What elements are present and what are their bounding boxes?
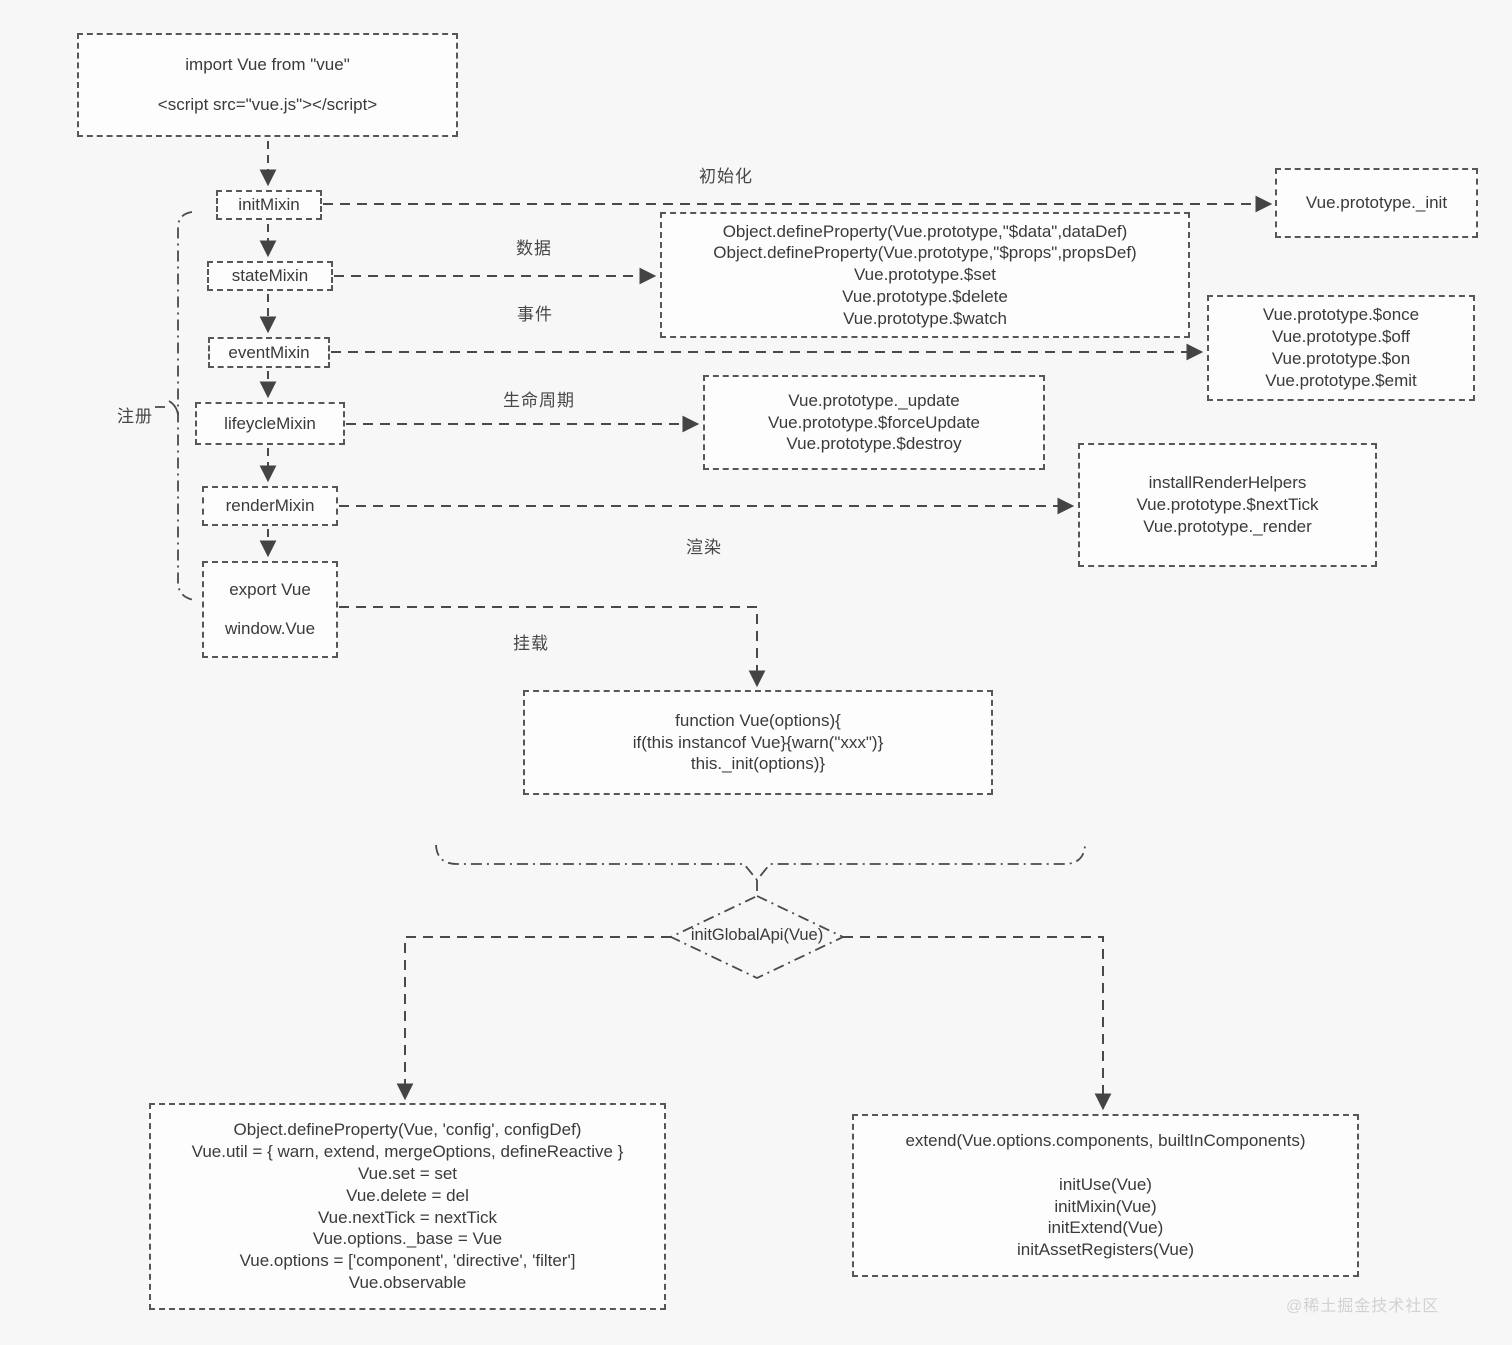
- detail-line: Vue.prototype.$off: [1272, 327, 1410, 347]
- function-line: if(this instancof Vue}{warn("xxx")}: [632, 732, 884, 752]
- detail-line: Vue.prototype.$set: [853, 265, 997, 285]
- proto-init-label: Vue.prototype._init: [1305, 193, 1448, 213]
- mixin-label: lifeycleMixin: [224, 413, 316, 433]
- edge-label-data: 数据: [516, 239, 552, 258]
- render-detail-box: installRenderHelpers Vue.prototype.$next…: [1078, 443, 1377, 567]
- api-line: Object.defineProperty(Vue, 'config', con…: [233, 1120, 582, 1140]
- api-line: Vue.observable: [348, 1272, 467, 1292]
- function-line: function Vue(options){: [675, 710, 841, 730]
- import-line: <script src="vue.js"></script>: [157, 95, 378, 115]
- register-bracket-tick: [155, 400, 179, 416]
- mixin-label: renderMixin: [225, 496, 315, 516]
- brace-shape: [435, 844, 1086, 882]
- edge-label-event: 事件: [517, 305, 553, 324]
- lifecycle-mixin-box: lifeycleMixin: [195, 402, 345, 445]
- edge-label-init: 初始化: [699, 167, 753, 186]
- api-line: Vue.nextTick = nextTick: [317, 1207, 498, 1227]
- api-line: Vue.delete = del: [346, 1185, 469, 1205]
- api-line: [854, 1152, 1357, 1174]
- api-line: Vue.options = ['component', 'directive',…: [239, 1251, 576, 1271]
- mixin-label: eventMixin: [228, 342, 310, 362]
- vue-function-box: function Vue(options){ if(this instancof…: [523, 690, 993, 795]
- api-line: initAssetRegisters(Vue): [1017, 1240, 1194, 1260]
- arrow-diamond-to-rightbox: [843, 936, 1112, 1111]
- detail-line: Vue.prototype.$destroy: [786, 434, 962, 454]
- import-line: import Vue from "vue": [185, 54, 350, 74]
- api-line: initExtend(Vue): [1047, 1218, 1164, 1238]
- export-vue-box: export Vue window.Vue: [202, 561, 338, 658]
- state-mixin-box: stateMixin: [207, 261, 333, 291]
- detail-line: Object.defineProperty(Vue.prototype,"$da…: [722, 221, 1128, 241]
- event-mixin-box: eventMixin: [208, 337, 330, 368]
- api-line: initUse(Vue): [1059, 1174, 1152, 1194]
- proto-init-box: Vue.prototype._init: [1275, 168, 1478, 238]
- render-mixin-box: renderMixin: [202, 486, 338, 526]
- api-line: Vue.set = set: [357, 1163, 458, 1183]
- mixin-label: initMixin: [238, 195, 300, 215]
- lifecycle-detail-box: Vue.prototype._update Vue.prototype.$for…: [703, 375, 1045, 470]
- global-api-right-box: extend(Vue.options.components, builtInCo…: [852, 1114, 1359, 1277]
- api-line: initMixin(Vue): [1054, 1196, 1157, 1216]
- juejin-watermark: @稀土掘金技术社区: [1286, 1298, 1440, 1315]
- detail-line: Vue.prototype.$watch: [843, 308, 1007, 328]
- mixin-label: stateMixin: [231, 266, 309, 286]
- detail-line: Vue.prototype.$forceUpdate: [767, 412, 980, 432]
- detail-line: Vue.prototype.$nextTick: [1136, 495, 1319, 515]
- export-line: window.Vue: [224, 618, 316, 638]
- arrow-diamond-to-leftbox: [396, 936, 671, 1101]
- detail-line: Vue.prototype._render: [1143, 516, 1312, 536]
- init-mixin-box: initMixin: [216, 190, 322, 220]
- import-statement-box: import Vue from "vue" <script src="vue.j…: [77, 33, 458, 137]
- detail-line: installRenderHelpers: [1148, 473, 1307, 493]
- detail-line: Vue.prototype.$on: [1271, 349, 1411, 368]
- event-detail-box: Vue.prototype.$once Vue.prototype.$off V…: [1207, 295, 1475, 401]
- api-line: Vue.options._base = Vue: [312, 1229, 503, 1249]
- edge-label-render: 渲染: [686, 538, 722, 557]
- init-global-api-diamond-label: initGlobalApi(Vue): [690, 926, 824, 944]
- detail-line: Vue.prototype.$once: [1262, 305, 1420, 325]
- register-bracket: [177, 211, 195, 601]
- global-api-left-box: Object.defineProperty(Vue, 'config', con…: [149, 1103, 666, 1310]
- function-line: this._init(options)}: [690, 754, 826, 774]
- api-line: extend(Vue.options.components, builtInCo…: [905, 1131, 1306, 1151]
- edge-label-lifecycle: 生命周期: [503, 391, 575, 410]
- detail-line: Vue.prototype.$emit: [1265, 370, 1417, 390]
- detail-line: Vue.prototype._update: [788, 390, 960, 410]
- state-detail-box: Object.defineProperty(Vue.prototype,"$da…: [660, 212, 1190, 338]
- api-line: Vue.util = { warn, extend, mergeOptions,…: [191, 1142, 624, 1162]
- detail-line: Vue.prototype.$delete: [842, 286, 1008, 306]
- edge-label-register: 注册: [117, 407, 153, 426]
- detail-line: Object.defineProperty(Vue.prototype,"$pr…: [713, 243, 1137, 263]
- export-line: export Vue: [229, 580, 311, 600]
- edge-label-mount: 挂载: [513, 634, 549, 653]
